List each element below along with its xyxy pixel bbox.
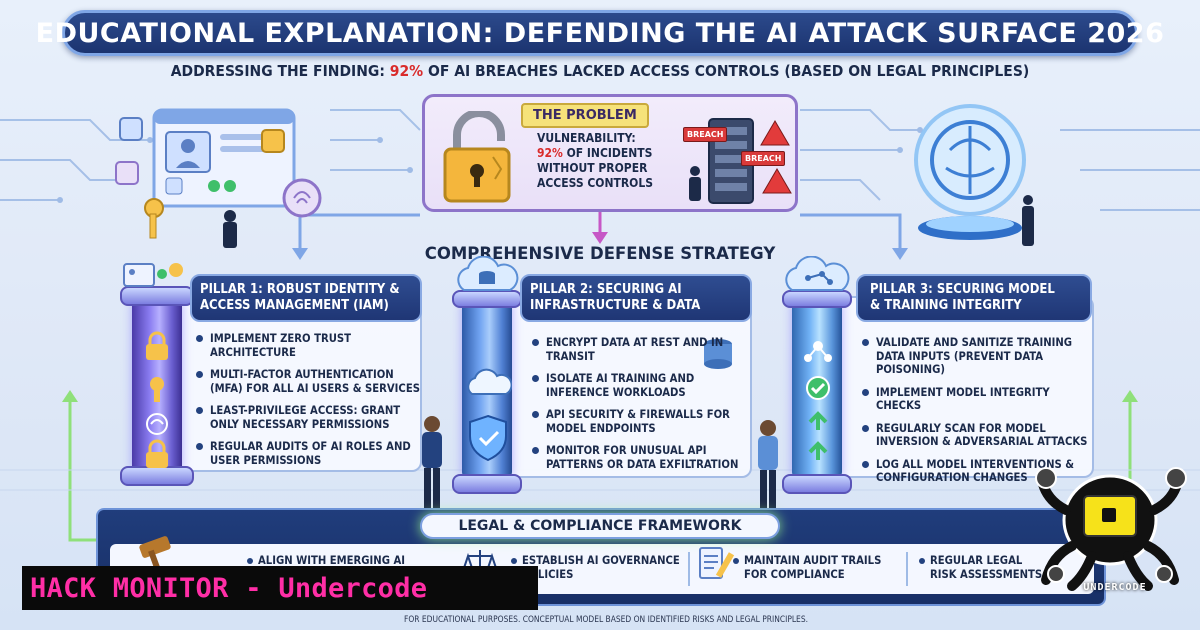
legal-framework-title: LEGAL & COMPLIANCE FRAMEWORK <box>458 518 742 534</box>
subtitle-prefix: ADDRESSING THE FINDING: <box>170 62 390 80</box>
list-item: REGULARLY SCAN FOR MODEL INVERSION & ADV… <box>862 422 1090 449</box>
padlock-icon <box>146 331 168 360</box>
legal-item-2: ESTABLISH AI GOVERNANCE POLICIES <box>511 554 682 582</box>
legal-divider <box>906 552 908 586</box>
pillar-3-header: PILLAR 3: SECURING MODEL & TRAINING INTE… <box>856 274 1092 322</box>
list-item: REGULAR AUDITS OF AI ROLES AND USER PERM… <box>196 440 422 467</box>
legal-framework-header: LEGAL & COMPLIANCE FRAMEWORK <box>420 513 780 539</box>
pillar-1-header: PILLAR 1: ROBUST IDENTITY & ACCESS MANAG… <box>190 274 422 322</box>
key-icon <box>144 198 164 239</box>
problem-description: VULNERABILITY: 92% OF INCIDENTS WITHOUT … <box>537 131 677 191</box>
legal-item-4: REGULAR LEGAL RISK ASSESSMENTS <box>919 554 1050 582</box>
legal-item-3: MAINTAIN AUDIT TRAILS FOR COMPLIANCE <box>733 554 894 582</box>
problem-line-1: VULNERABILITY: <box>537 131 636 145</box>
pillar-2-list: ENCRYPT DATA AT REST AND IN TRANSIT ISOL… <box>532 336 746 480</box>
pillar-2-icons <box>467 368 512 462</box>
check-circle-icon <box>806 376 830 400</box>
database-icon <box>704 339 732 369</box>
undercode-octopus-logo <box>1035 467 1187 591</box>
undercode-logo-text: UNDERCODE <box>1083 582 1147 593</box>
pillar-1-list: IMPLEMENT ZERO TRUST ARCHITECTURE MULTI-… <box>196 332 422 476</box>
person-figure <box>758 420 778 508</box>
pillar-3-list: VALIDATE AND SANITIZE TRAINING DATA INPU… <box>862 336 1090 494</box>
pillar-3-base <box>782 474 852 494</box>
pillar-1-panel <box>176 296 422 472</box>
list-item: ISOLATE AI TRAINING AND INFERENCE WORKLO… <box>532 372 746 399</box>
subtitle: ADDRESSING THE FINDING: 92% OF AI BREACH… <box>0 62 1200 80</box>
problem-line-4: ACCESS CONTROLS <box>537 176 653 190</box>
breach-label-2: BREACH <box>741 151 786 166</box>
pillar-3-icons <box>804 341 832 460</box>
hack-monitor-banner: HACK MONITOR - Undercode <box>22 566 538 610</box>
list-item: IMPLEMENT MODEL INTEGRITY CHECKS <box>862 386 1090 413</box>
warning-triangle-icon <box>760 120 792 194</box>
pillar-1-icons <box>146 331 168 468</box>
broken-padlock-icon <box>443 111 511 203</box>
subtitle-highlight: 92% <box>389 62 424 80</box>
pillar-3-title-line-1: PILLAR 3: SECURING MODEL <box>870 282 1055 297</box>
key-icon <box>150 377 164 402</box>
pillar-1-title-line-1: PILLAR 1: ROBUST IDENTITY & <box>200 282 400 297</box>
list-item: LOG ALL MODEL INTERVENTIONS & CONFIGURAT… <box>862 458 1090 485</box>
padlock-icon <box>146 439 168 468</box>
legal-divider <box>688 552 690 586</box>
problem-label: THE PROBLEM <box>521 103 649 128</box>
pillar-3-panel <box>832 296 1094 478</box>
list-item: VALIDATE AND SANITIZE TRAINING DATA INPU… <box>862 336 1090 377</box>
pillar-2-base <box>452 474 522 494</box>
list-item: ENCRYPT DATA AT REST AND IN TRANSIT <box>532 336 746 363</box>
fingerprint-icon <box>146 413 168 435</box>
pillar-1-title-line-2: ACCESS MANAGEMENT (IAM) <box>200 298 389 313</box>
ai-brain-globe-icon <box>914 104 1034 246</box>
problem-line-2: OF INCIDENTS <box>562 146 653 160</box>
person-figure <box>422 416 442 508</box>
legal-item-1: ALIGN WITH EMERGING AI <box>247 554 448 568</box>
list-item: MULTI-FACTOR AUTHENTICATION (MFA) FOR AL… <box>196 368 422 395</box>
footer-note: FOR EDUCATIONAL PURPOSES. CONCEPTUAL MOD… <box>403 614 808 624</box>
document-pen-icon <box>699 547 735 579</box>
pillar-2-title-line-2: INFRASTRUCTURE & DATA <box>530 298 701 313</box>
id-card-icon <box>123 263 183 287</box>
problem-panel: THE PROBLEM VULNERABILITY: 92% OF INCIDE… <box>422 94 798 212</box>
subtitle-suffix: OF AI BREACHES LACKED ACCESS CONTROLS (B… <box>423 62 1030 80</box>
shield-check-icon <box>469 414 507 462</box>
page-title: EDUCATIONAL EXPLANATION: DEFENDING THE A… <box>35 17 1165 49</box>
title-banner: EDUCATIONAL EXPLANATION: DEFENDING THE A… <box>36 10 1164 56</box>
hack-monitor-banner-text: HACK MONITOR - Undercode <box>30 572 428 604</box>
list-item: MONITOR FOR UNUSUAL API PATTERNS OR DATA… <box>532 444 746 471</box>
strategy-title: COMPREHENSIVE DEFENSE STRATEGY <box>424 244 776 263</box>
cloud-database-icon <box>457 256 519 291</box>
list-item: API SECURITY & FIREWALLS FOR MODEL ENDPO… <box>532 408 746 435</box>
fingerprint-icon <box>282 178 322 218</box>
identity-dashboard-illustration <box>115 108 322 248</box>
list-item: IMPLEMENT ZERO TRUST ARCHITECTURE <box>196 332 422 359</box>
pillar-2-title-line-1: PILLAR 2: SECURING AI <box>530 282 682 297</box>
problem-line-3: WITHOUT PROPER <box>537 161 648 175</box>
pillar-2-header: PILLAR 2: SECURING AI INFRASTRUCTURE & D… <box>520 274 752 322</box>
problem-highlight: 92% <box>537 146 563 160</box>
list-item: LEAST-PRIVILEGE ACCESS: GRANT ONLY NECES… <box>196 404 422 431</box>
cloud-network-icon <box>785 256 850 291</box>
pillar-3-title-line-2: & TRAINING INTEGRITY <box>870 298 1022 313</box>
breach-label-1: BREACH <box>683 127 728 142</box>
